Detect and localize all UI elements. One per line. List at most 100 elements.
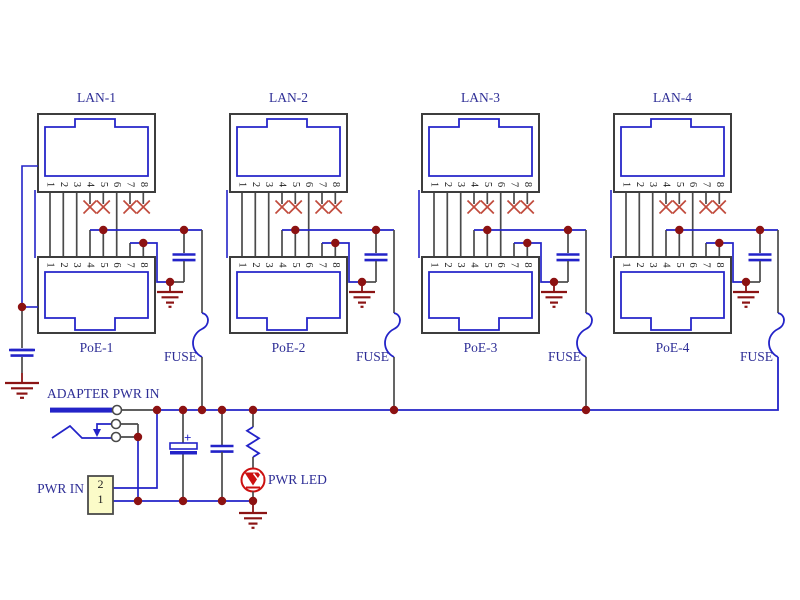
pin-number: 7 <box>317 262 328 267</box>
junction-dot <box>217 405 227 415</box>
poe-2-label: PoE-2 <box>271 340 306 355</box>
junction-dot <box>581 405 591 415</box>
pin-number: 7 <box>509 182 520 187</box>
pin-number: 2 <box>250 182 261 187</box>
rj45-jack-outline <box>236 271 341 331</box>
pin-number: 1 <box>429 262 440 267</box>
connector-body <box>229 113 348 193</box>
pin-number: 4 <box>277 262 288 268</box>
rj45-jack-outline <box>44 271 149 331</box>
no-connect-x-mark <box>122 199 138 215</box>
jack-switch-arrow <box>96 423 111 430</box>
no-connect-x-mark <box>314 199 330 215</box>
pwr-led-symbol <box>240 467 266 493</box>
junction-dot <box>133 432 143 442</box>
no-connect-x-mark <box>480 199 495 215</box>
pin-number: 3 <box>647 182 658 187</box>
pwr-in-pin2-wire <box>113 410 158 489</box>
wire <box>698 199 714 215</box>
no-connect-x-mark <box>274 199 290 215</box>
plate-positive <box>169 442 198 450</box>
wire <box>136 199 151 215</box>
pin-number: 8 <box>330 262 341 267</box>
pin-number: 3 <box>263 262 274 267</box>
power-input-section <box>50 357 779 529</box>
wire <box>480 199 495 215</box>
plate-negative <box>170 451 197 455</box>
jack-terminal <box>110 418 122 430</box>
fuse-symbol <box>768 312 785 358</box>
rj45-jack-outline <box>620 271 725 331</box>
wire <box>520 199 535 215</box>
ground-symbol <box>239 503 267 529</box>
pin-number: 2 <box>634 262 645 267</box>
wire <box>274 199 290 215</box>
fuse-symbol <box>576 312 593 358</box>
pin-number: 1 <box>45 262 56 267</box>
lan-3-label: LAN-3 <box>461 90 500 105</box>
ground-symbol <box>541 282 567 308</box>
pin-number: 5 <box>290 182 301 187</box>
pin-number: 4 <box>85 182 96 188</box>
pin-number: 5 <box>482 262 493 267</box>
pin-number: 5 <box>482 182 493 187</box>
pin-number: 3 <box>455 182 466 187</box>
fuse-symbol <box>384 312 401 358</box>
pin-number: 1 <box>45 182 56 187</box>
vplus-bus <box>157 357 779 411</box>
capacitor-symbol <box>748 253 772 262</box>
wire <box>672 199 687 215</box>
light-arrow <box>257 470 264 478</box>
pin-number: 7 <box>701 262 712 267</box>
pin-number: 5 <box>98 262 109 267</box>
rj45-jack-outline <box>44 118 149 177</box>
no-connect-x-mark <box>658 199 674 215</box>
junction-dot <box>248 405 258 415</box>
pin-number: 6 <box>687 262 698 267</box>
junction-dot <box>197 405 207 415</box>
pin-number: 4 <box>661 262 672 268</box>
fuse-3-label: FUSE <box>547 349 581 364</box>
no-connect-x-mark <box>672 199 687 215</box>
pin-number: 4 <box>469 182 480 188</box>
pin-number: 4 <box>85 262 96 268</box>
junction-dot <box>357 277 367 287</box>
pin-number: 7 <box>125 262 136 267</box>
pin-number: 1 <box>237 182 248 187</box>
light-arrow <box>252 473 260 481</box>
no-connect-x-mark <box>466 199 482 215</box>
ground-symbol <box>157 282 183 308</box>
wire <box>314 199 330 215</box>
junction-dot <box>675 225 684 235</box>
ground-symbol <box>5 373 39 399</box>
pin-number: 5 <box>98 182 109 187</box>
pin-number: 8 <box>522 262 533 267</box>
pin-number: 6 <box>495 262 506 267</box>
pin-number: 7 <box>509 262 520 267</box>
fuse-4-label: FUSE <box>739 349 773 364</box>
junction-dot <box>563 225 573 235</box>
capacitor-symbol <box>172 253 196 262</box>
pwr-in-pin-2: 2 <box>97 477 104 491</box>
pin-number: 1 <box>237 262 248 267</box>
ground-symbol <box>733 282 759 308</box>
pin-number: 3 <box>263 182 274 187</box>
pin-number: 2 <box>442 262 453 267</box>
wire <box>658 199 674 215</box>
jack-tip-bar <box>50 407 113 413</box>
connector-body <box>37 113 156 193</box>
junction-dot <box>715 238 724 248</box>
junction-dot <box>139 238 148 248</box>
junction-dot <box>133 496 143 506</box>
jack-terminal <box>110 431 122 443</box>
pin-number: 4 <box>469 262 480 268</box>
pin-number: 4 <box>277 182 288 188</box>
no-connect-x-mark <box>288 199 303 215</box>
